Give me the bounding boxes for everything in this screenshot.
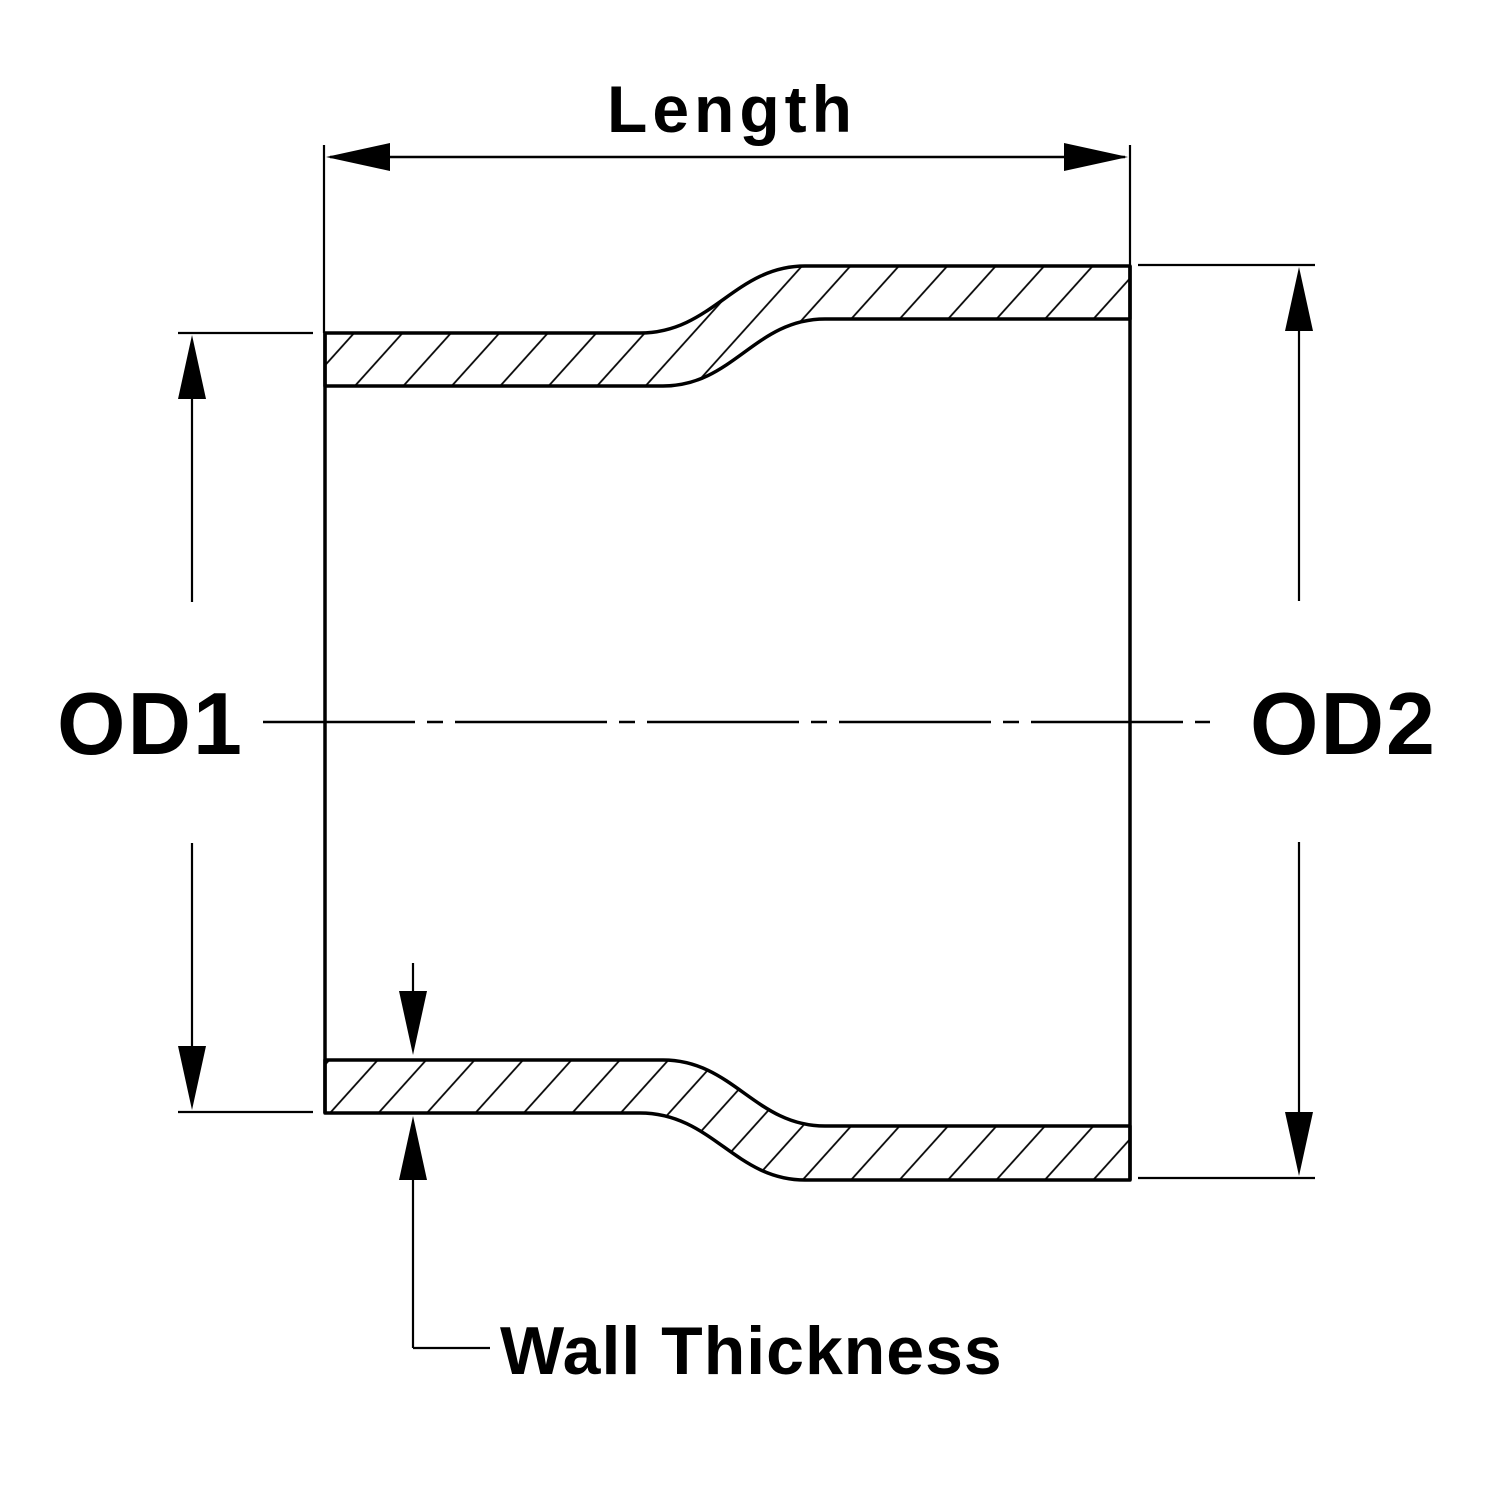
wall-thickness-callout: Wall Thickness — [399, 963, 1003, 1389]
length-arrow-left-icon — [326, 143, 390, 171]
pipe-top-wall — [323, 264, 1132, 388]
od1-arrow-down-icon — [178, 1046, 206, 1110]
wall-thickness-arrow-down-icon — [399, 991, 427, 1055]
od2-label: OD2 — [1250, 674, 1437, 773]
od1-arrow-up-icon — [178, 335, 206, 399]
wall-thickness-arrow-up-icon — [399, 1116, 427, 1180]
od2-arrow-down-icon — [1285, 1112, 1313, 1176]
length-dimension: Length — [322, 72, 1132, 333]
wall-thickness-label: Wall Thickness — [500, 1313, 1003, 1389]
length-label: Length — [607, 72, 857, 146]
od2-dimension: OD2 — [1138, 263, 1437, 1180]
length-arrow-right-icon — [1064, 143, 1128, 171]
od1-label: OD1 — [57, 674, 244, 773]
pipe-body — [263, 264, 1210, 1182]
od1-dimension: OD1 — [57, 331, 313, 1114]
od2-arrow-up-icon — [1285, 267, 1313, 331]
pipe-bottom-wall — [323, 1058, 1132, 1182]
